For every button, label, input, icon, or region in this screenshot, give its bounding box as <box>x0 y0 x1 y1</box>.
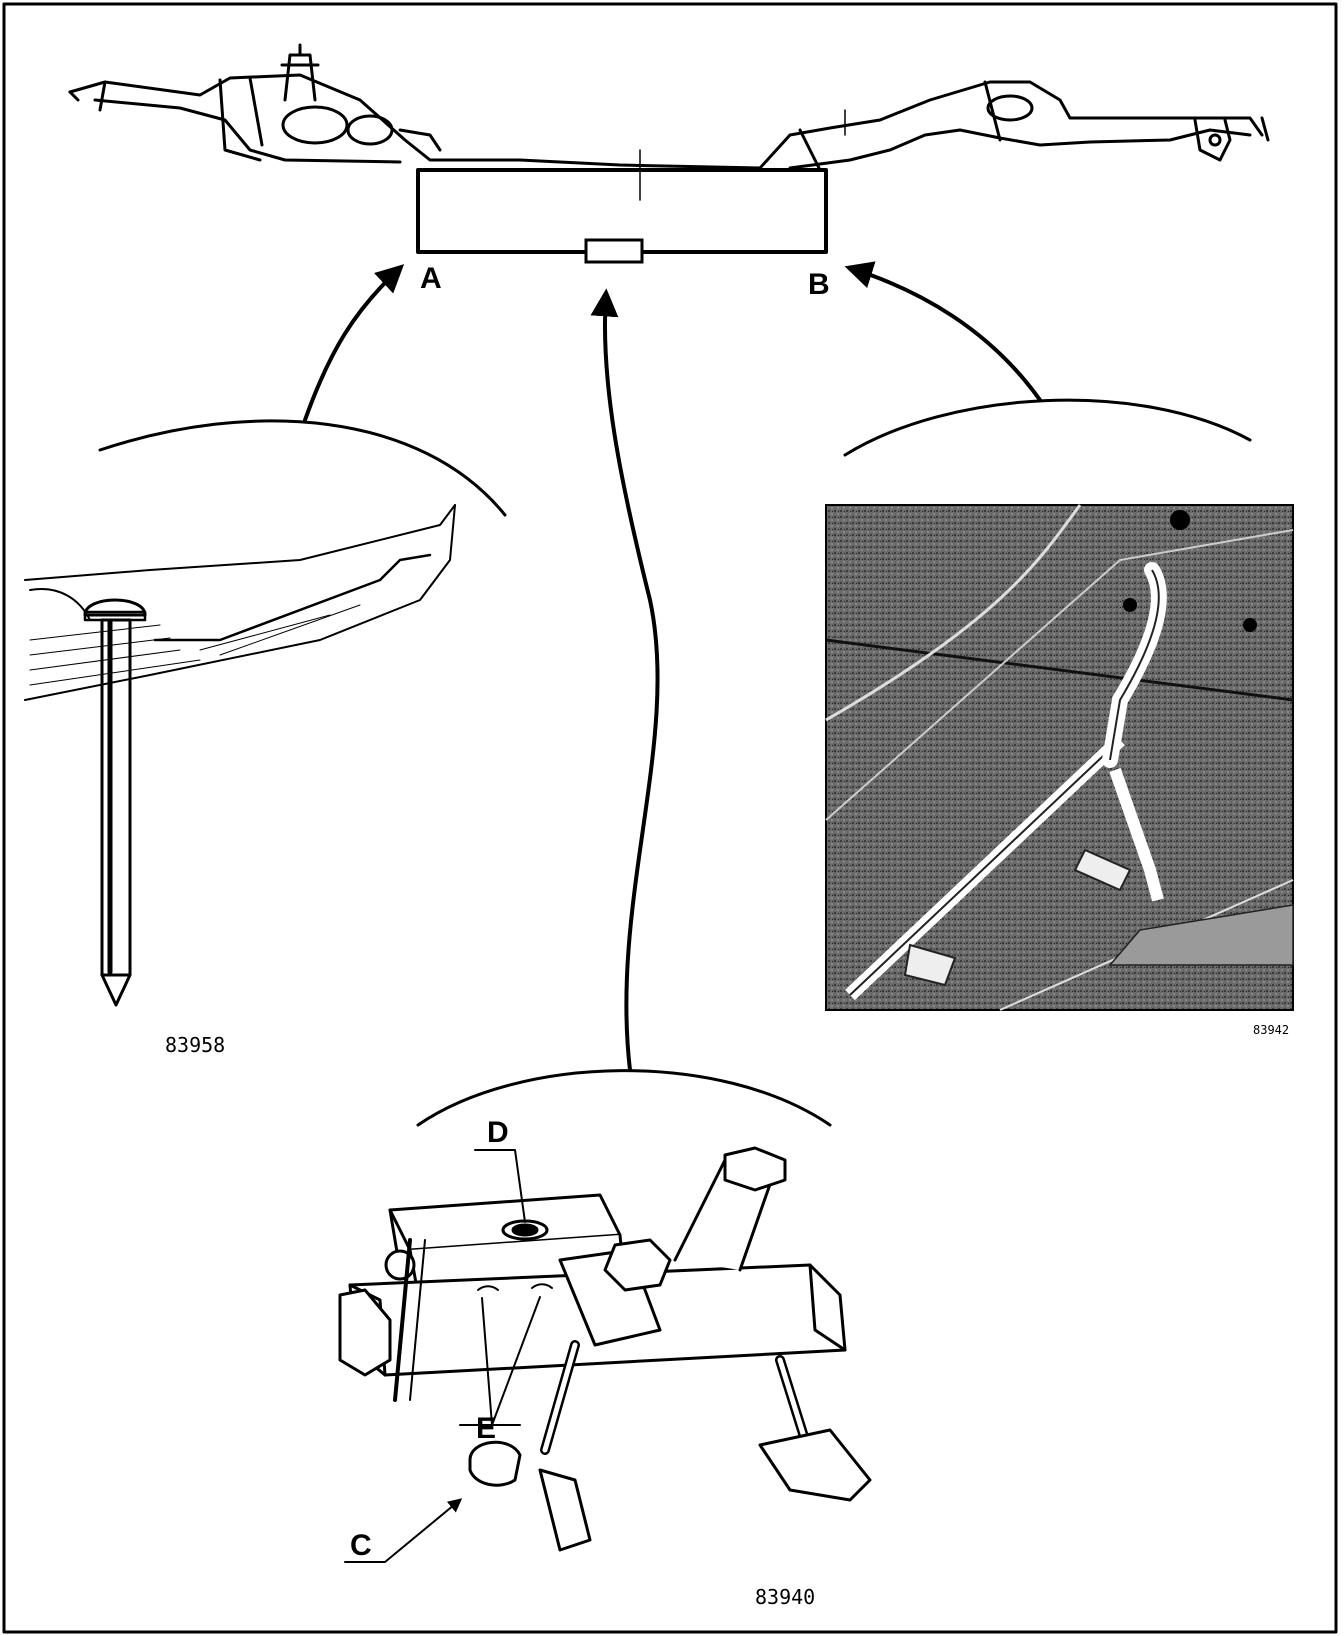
vehicle-underbody <box>68 43 1270 201</box>
arrow-to-b <box>844 261 1042 402</box>
figure-ref-gauge: 83940 <box>755 1585 815 1609</box>
figure-ref-photo: 83942 <box>1253 1023 1289 1037</box>
centre-gauge-slot <box>584 238 644 264</box>
label-d: D <box>487 1116 509 1149</box>
leader-d <box>474 1149 526 1223</box>
measuring-frame <box>416 168 828 264</box>
locating-pin-detail <box>24 504 456 1007</box>
arrow-to-centre <box>590 288 660 1072</box>
figure-ref-pin: 83958 <box>165 1033 225 1057</box>
label-a: A <box>420 262 442 295</box>
label-b: B <box>808 268 830 301</box>
centre-gauge-tool <box>338 1146 872 1552</box>
leader-e1 <box>481 1297 493 1426</box>
label-c: C <box>350 1529 372 1562</box>
leader-e2 <box>491 1296 541 1426</box>
arrow-to-a <box>303 264 405 422</box>
detail-arc-right <box>843 398 1252 457</box>
detail-arc-bottom <box>416 1069 832 1127</box>
photo-detail <box>825 504 1294 1011</box>
detail-arc-left <box>98 419 507 517</box>
leader-c <box>344 1498 463 1563</box>
label-e: E <box>476 1412 496 1445</box>
